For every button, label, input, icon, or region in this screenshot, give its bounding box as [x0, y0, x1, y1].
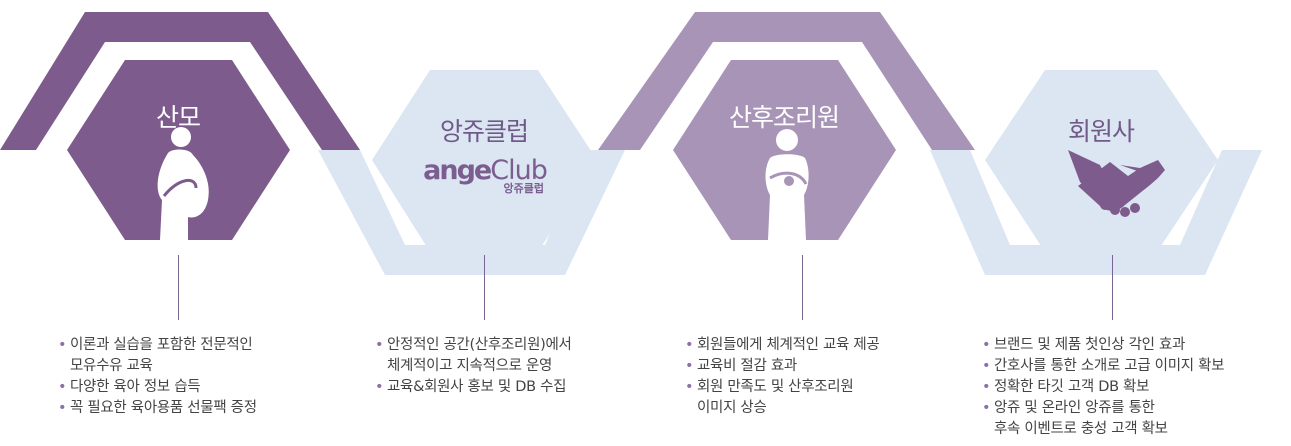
logo-main-text: ange	[423, 155, 492, 186]
stage-title-1: 산모	[155, 103, 201, 132]
bullet-list-4: 브랜드 및 제품 첫인상 각인 효과 간호사를 통한 소개로 고급 이미지 확보…	[982, 335, 1224, 440]
hex-frame-1	[0, 12, 360, 150]
hex-4	[985, 70, 1218, 252]
bullet-list-3: 회원들에게 체계적인 교육 제공 교육비 절감 효과 회원 만족도 및 산후조리…	[685, 335, 880, 419]
stage-title-4: 회원사	[1067, 117, 1135, 146]
pregnant-woman-icon	[157, 127, 209, 240]
stage-title-2: 앙쥬클럽	[439, 117, 529, 146]
stage-title-3: 산후조리원	[728, 103, 840, 132]
connector-line-4	[1112, 255, 1113, 320]
list-item: 꼭 필요한 육아용품 선물팩 증정	[58, 398, 257, 419]
list-item: 브랜드 및 제품 첫인상 각인 효과	[982, 335, 1224, 356]
list-item: 교육비 절감 효과	[685, 356, 879, 377]
list-item: 간호사를 통한 소개로 고급 이미지 확보	[982, 356, 1224, 377]
list-item: 이론과 실습을 포함한 전문적인 모유수유 교육	[58, 335, 257, 377]
list-item: 교육&회원사 홍보 및 DB 수집	[375, 377, 572, 398]
bullet-list-2: 안정적인 공간(산후조리원)에서 체계적이고 지속적으로 운영 교육&회원사 홍…	[375, 335, 572, 398]
connector-line-3	[802, 255, 803, 320]
list-item: 정확한 타깃 고객 DB 확보	[982, 377, 1224, 398]
list-item: 안정적인 공간(산후조리원)에서 체계적이고 지속적으로 운영	[375, 335, 572, 377]
logo-sub-text: 앙쥬클럽	[503, 182, 544, 195]
connector-line-1	[178, 255, 179, 320]
list-item: 앙쥬 및 온라인 앙쥬를 통한 후속 이벤트로 충성 고객 확보	[982, 398, 1224, 440]
band-1	[318, 150, 625, 275]
logo-club-text: Club	[490, 155, 548, 186]
ange-club-logo: angeClub 앙쥬클럽	[420, 155, 550, 196]
handshake-icon	[1068, 150, 1165, 217]
list-item: 회원들에게 체계적인 교육 제공	[685, 335, 880, 356]
hex-frame-3	[598, 12, 975, 150]
bullet-list-1: 이론과 실습을 포함한 전문적인 모유수유 교육 다양한 육아 정보 습득 꼭 …	[58, 335, 257, 419]
list-item: 회원 만족도 및 산후조리원 이미지 상승	[685, 377, 879, 419]
connector-line-2	[484, 255, 485, 320]
list-item: 다양한 육아 정보 습득	[58, 377, 257, 398]
hex-2	[372, 70, 597, 252]
